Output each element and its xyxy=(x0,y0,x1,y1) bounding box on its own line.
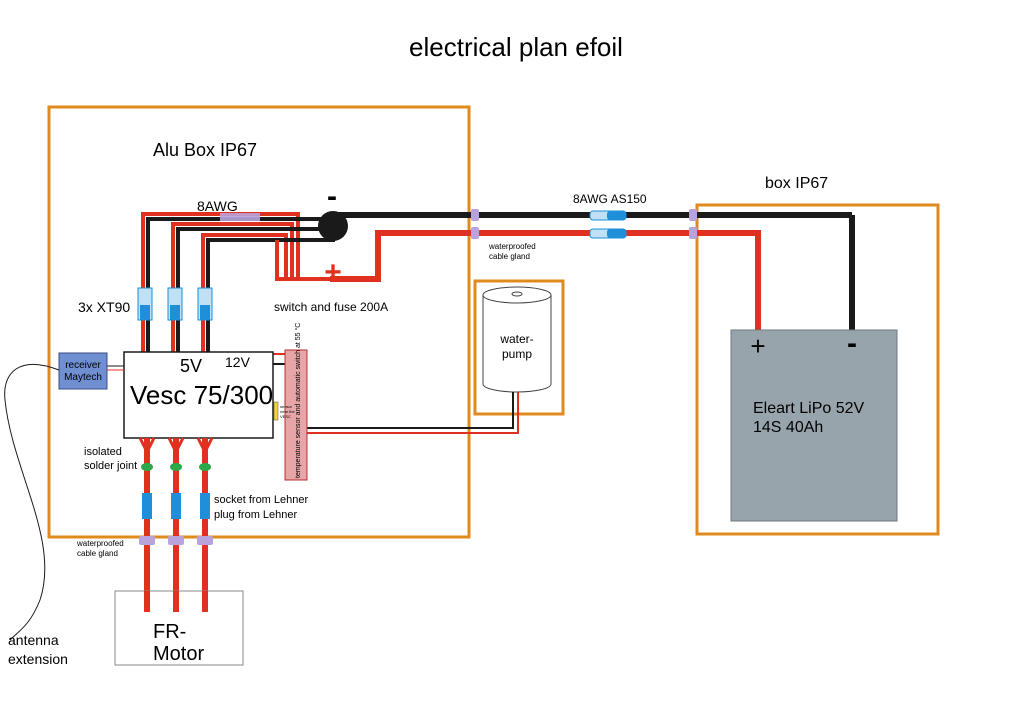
diagram-title: electrical plan efoil xyxy=(409,32,623,62)
socket-label: socket from Lehner xyxy=(214,494,308,506)
battery-label-2: 14S 40Ah xyxy=(753,419,823,436)
plug-label: plug from Lehner xyxy=(214,509,297,521)
solder-joints xyxy=(141,463,211,471)
receiver-label-1: receiver xyxy=(65,360,101,371)
harness-black-3 xyxy=(206,238,335,290)
antenna-label-1: antenna xyxy=(8,632,59,648)
fuse-plus-sign: + xyxy=(324,256,342,289)
antenna-label-2: extension xyxy=(8,651,68,667)
receiver xyxy=(58,352,108,390)
harness-black-2 xyxy=(176,227,335,290)
as150-label: 8AWG AS150 xyxy=(573,192,647,206)
motor-label-1: FR- xyxy=(153,621,186,643)
temp-sensor-label: temperature sensor and automatic switch … xyxy=(294,323,302,478)
isolated-label-1: isolated xyxy=(84,446,122,458)
gland xyxy=(168,536,184,545)
gland-bottom-label-2: cable gland xyxy=(77,549,118,558)
xt90-connectors xyxy=(137,287,213,321)
sensor-label-3: VESC xyxy=(280,414,291,419)
lehner-connector xyxy=(171,493,181,519)
alu-box xyxy=(47,105,471,539)
solder-joint xyxy=(170,463,182,471)
antenna-cable xyxy=(4,364,60,641)
battery-box xyxy=(695,203,940,536)
sensor-label-2: near the xyxy=(280,409,295,414)
lehner-connector xyxy=(142,493,152,519)
solder-joint xyxy=(141,463,153,471)
vesc-5v-label: 5V xyxy=(180,356,202,376)
gland xyxy=(197,536,213,545)
harness-red-join xyxy=(275,240,332,281)
awg8-sleeve xyxy=(220,213,260,221)
receiver-label-2: Maytech xyxy=(64,372,102,383)
alu-box-label: Alu Box IP67 xyxy=(153,140,257,160)
gland xyxy=(689,227,697,239)
lehner-connector xyxy=(200,493,210,519)
battery-plus-terminal: + xyxy=(750,331,765,361)
battery-minus-terminal: - xyxy=(847,327,857,360)
as150-connectors xyxy=(589,210,627,239)
switch-minus-sign: - xyxy=(327,180,337,213)
sensor-label-1: sensor xyxy=(280,404,293,409)
gland xyxy=(471,227,479,239)
solder-joint xyxy=(199,463,211,471)
switch-fuse-label: switch and fuse 200A xyxy=(274,300,388,314)
gland-bottom-label-1: waterproofed xyxy=(76,539,124,548)
xt90-label: 3x XT90 xyxy=(78,299,130,315)
gland-top-label-2: cable gland xyxy=(489,252,530,261)
gland xyxy=(471,209,479,221)
harness-black-1 xyxy=(146,217,335,290)
sensor-probe xyxy=(273,401,279,421)
vesc-controller xyxy=(123,351,274,439)
battery xyxy=(730,329,898,522)
battery-label-1: Eleart LiPo 52V xyxy=(753,400,865,417)
pump-label-1: water- xyxy=(499,332,533,346)
gland-top-label-1: waterproofed xyxy=(488,242,536,251)
isolated-label-2: solder joint xyxy=(84,460,137,472)
cable-glands xyxy=(471,209,697,239)
motor-label-2: Motor xyxy=(153,643,204,665)
lehner-connectors xyxy=(142,493,210,519)
gland xyxy=(139,536,155,545)
gland xyxy=(689,209,697,221)
bottom-glands xyxy=(139,536,213,545)
pump-wire-black xyxy=(307,392,514,429)
temperature-sensor-switch xyxy=(284,349,308,481)
pump-label-2: pump xyxy=(502,347,532,361)
awg8-label: 8AWG xyxy=(197,198,238,214)
vesc-12v-label: 12V xyxy=(225,354,251,370)
harness-red-3 xyxy=(201,233,288,290)
main-red-wire xyxy=(330,230,761,333)
vesc-name: Vesc 75/300 xyxy=(130,380,273,410)
pump-wire-red xyxy=(307,392,519,434)
harness-red-2 xyxy=(171,222,294,290)
battery-box-label: box IP67 xyxy=(765,175,828,192)
main-switch xyxy=(318,211,348,241)
